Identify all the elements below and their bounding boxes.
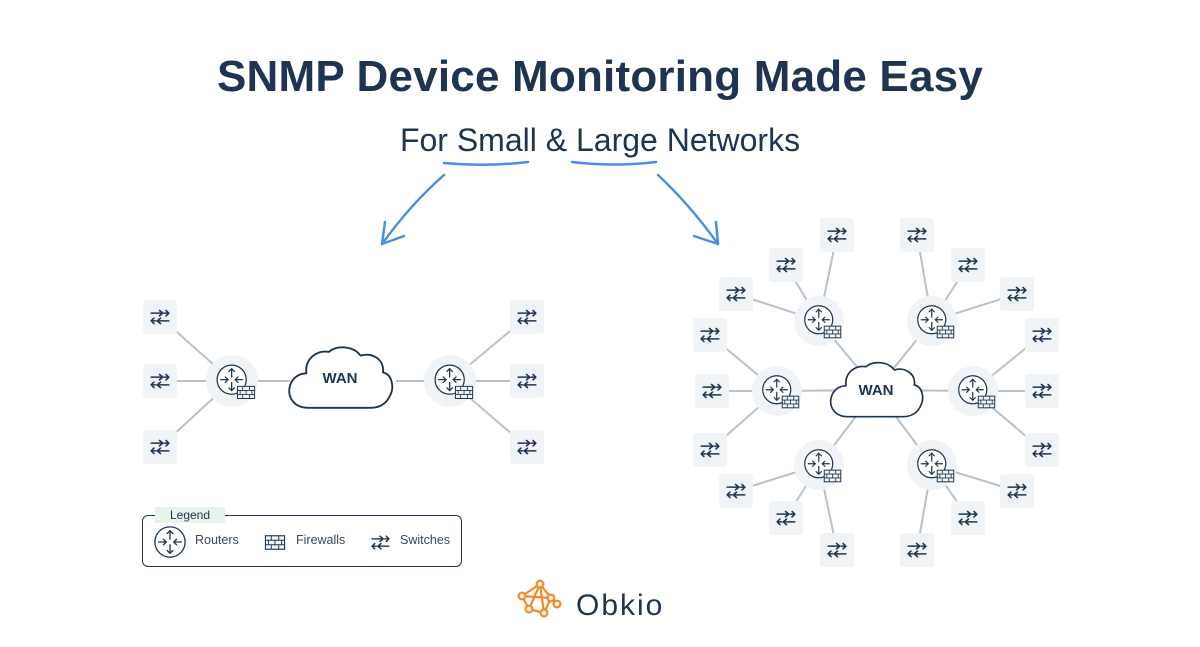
- subtitle-part-5: Networks: [657, 122, 801, 158]
- switch-node: [1000, 277, 1034, 311]
- firewall-icon: [823, 469, 842, 483]
- wan-cloud: WAN: [288, 346, 394, 409]
- router-node: [794, 440, 844, 490]
- switch-tile: [719, 277, 753, 311]
- switch-node: [769, 501, 803, 535]
- legend-switches-label: Switches: [400, 533, 451, 547]
- legend: [142, 515, 462, 567]
- subtitle-large: Large: [575, 122, 658, 158]
- switch-node: [143, 364, 177, 398]
- switch-tile: [695, 374, 729, 408]
- firewall-icon: [781, 395, 800, 409]
- switch-node: [1025, 433, 1059, 467]
- switch-tile: [143, 300, 177, 334]
- switch-node: [143, 430, 177, 464]
- firewall-icon: [977, 395, 996, 409]
- router-node: [752, 366, 802, 416]
- switch-tile: [143, 364, 177, 398]
- firewall-icon: [936, 469, 955, 483]
- router-node: [907, 296, 957, 346]
- legend-firewalls-label: Firewalls: [296, 533, 346, 547]
- legend-title: Legend: [155, 507, 225, 523]
- switch-tile: [1025, 318, 1059, 352]
- router-node: [424, 355, 476, 407]
- router-node: [206, 355, 258, 407]
- switch-tile: [693, 433, 727, 467]
- arrow-left: [380, 173, 446, 246]
- switch-node: [951, 501, 985, 535]
- switch-node: [693, 318, 727, 352]
- switch-tile: [510, 430, 544, 464]
- switch-tile: [1025, 433, 1059, 467]
- page-subtitle: For Small & Large Networks: [0, 122, 1200, 159]
- switch-node: [510, 300, 544, 334]
- small-network: WAN: [143, 300, 544, 464]
- subtitle-part-1: For: [399, 122, 457, 158]
- switch-node: [510, 364, 544, 398]
- switch-node: [143, 300, 177, 334]
- wan-cloud: WAN: [829, 361, 924, 418]
- obkio-logo-icon: [517, 579, 562, 618]
- router-node: [948, 366, 998, 416]
- switch-node: [820, 533, 854, 567]
- switch-tile: [951, 248, 985, 282]
- switch-tile: [510, 300, 544, 334]
- firewall-icon: [454, 385, 474, 399]
- switch-node: [719, 474, 753, 508]
- switch-node: [695, 374, 729, 408]
- wan-label: WAN: [859, 382, 894, 399]
- switch-tile: [820, 533, 854, 567]
- switch-node: [820, 218, 854, 252]
- subtitle-annotations: [380, 160, 720, 246]
- switch-node: [1025, 374, 1059, 408]
- subtitle-small: Small: [456, 122, 537, 158]
- switch-tile: [900, 533, 934, 567]
- legend-routers-label: Routers: [195, 533, 239, 547]
- wan-label: WAN: [323, 370, 358, 387]
- brand-name: Obkio: [576, 589, 665, 622]
- switch-tile: [820, 218, 854, 252]
- switch-node: [769, 248, 803, 282]
- page-title: SNMP Device Monitoring Made Easy: [216, 52, 983, 101]
- switch-tile: [1000, 474, 1034, 508]
- switch-tile: [693, 318, 727, 352]
- large-network: WAN: [693, 218, 1059, 567]
- subtitle-part-3: &: [536, 122, 576, 158]
- firewall-icon: [823, 325, 842, 339]
- router-node: [907, 440, 957, 490]
- switch-node: [693, 433, 727, 467]
- switch-node: [1000, 474, 1034, 508]
- switch-node: [951, 248, 985, 282]
- underline-small: [442, 160, 530, 167]
- switch-tile: [1000, 277, 1034, 311]
- switch-node: [900, 533, 934, 567]
- switch-node: [900, 218, 934, 252]
- underline-large: [570, 160, 658, 166]
- switch-tile: [1025, 374, 1059, 408]
- switch-tile: [769, 501, 803, 535]
- switch-tile: [951, 501, 985, 535]
- arrow-right: [656, 173, 720, 246]
- switch-tile: [510, 364, 544, 398]
- switch-node: [510, 430, 544, 464]
- switch-tile: [900, 218, 934, 252]
- switch-node: [719, 277, 753, 311]
- switch-tile: [143, 430, 177, 464]
- router-node: [794, 296, 844, 346]
- firewall-icon: [936, 325, 955, 339]
- switch-node: [1025, 318, 1059, 352]
- switch-tile: [769, 248, 803, 282]
- switch-tile: [719, 474, 753, 508]
- firewall-icon: [236, 385, 256, 399]
